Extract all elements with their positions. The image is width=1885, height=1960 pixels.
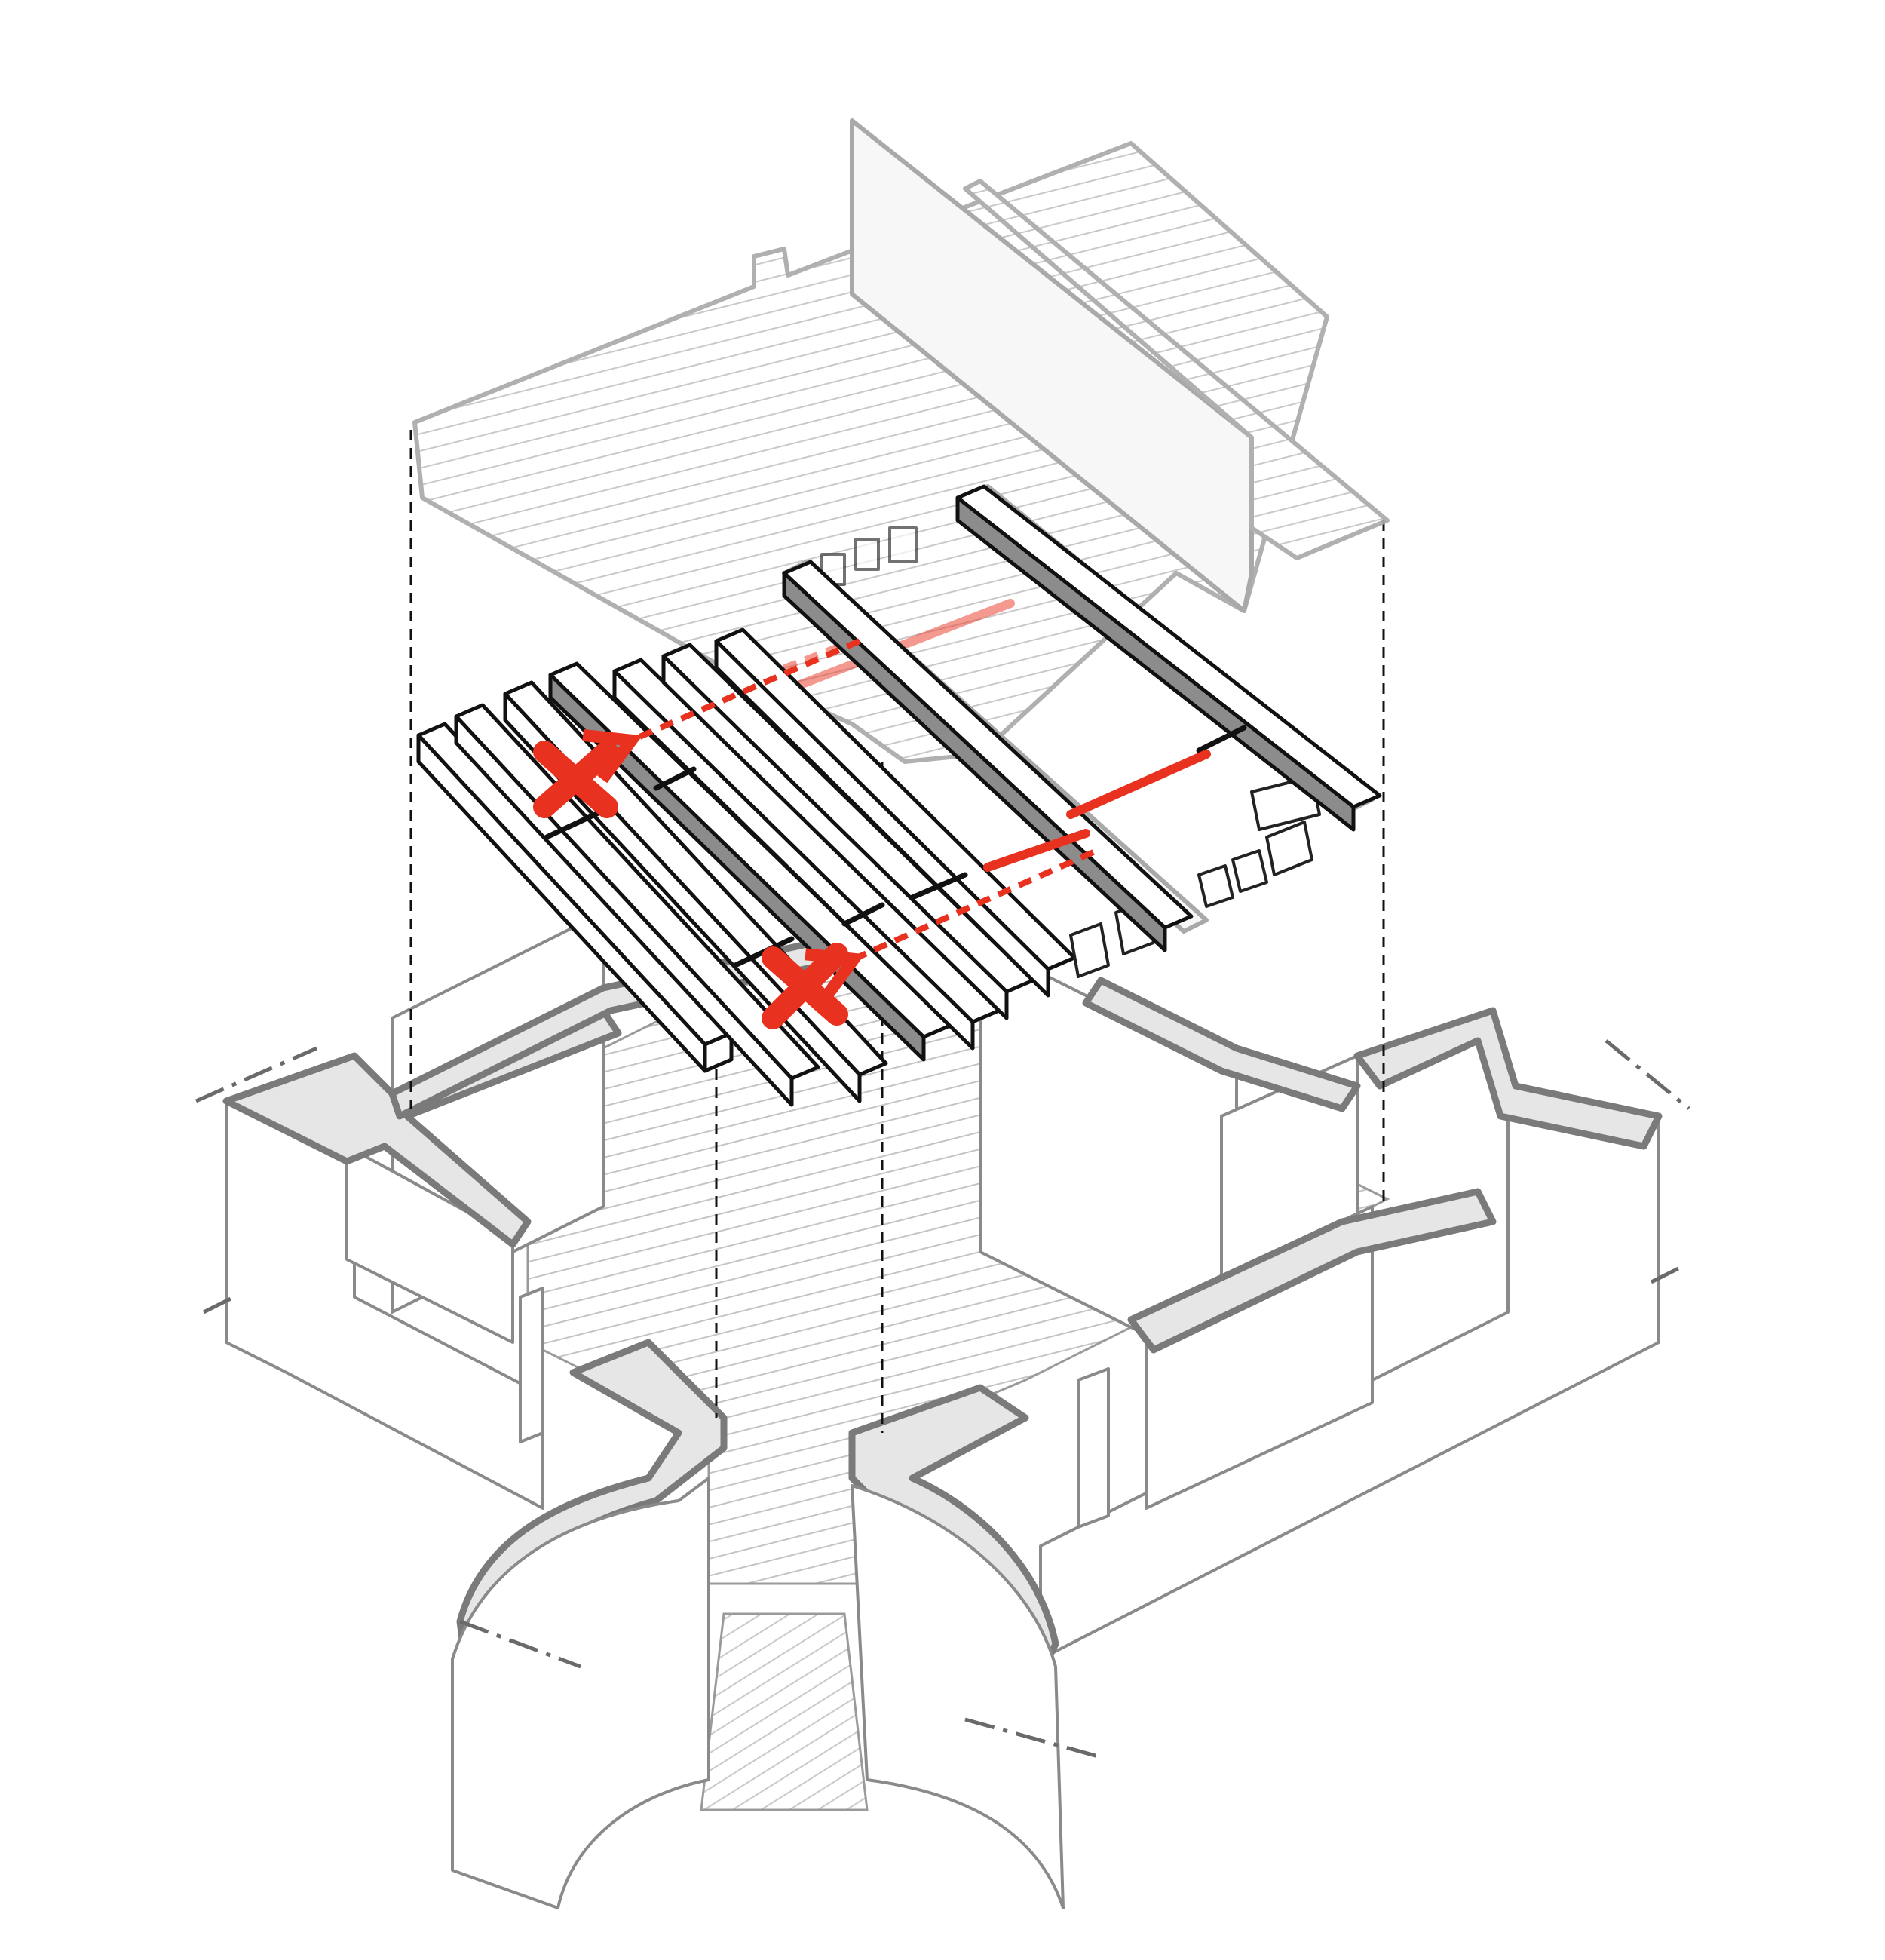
axis-marks (195, 1039, 1690, 1759)
tie-2 (653, 766, 697, 791)
left-inner-wall (345, 1145, 514, 1344)
stair-treads (700, 1612, 869, 1811)
axis-right-bottom (1650, 1265, 1683, 1284)
removal-marks (533, 638, 1211, 1029)
upper-back-slab (963, 179, 1390, 560)
axis-vault-right (964, 1717, 1102, 1759)
joist-4-side (612, 669, 975, 1051)
axis-right-top (1605, 1039, 1690, 1110)
new-tie-upper (1066, 750, 1211, 819)
axis-vault-left (459, 1619, 581, 1669)
steel-beam-b-side (955, 495, 1356, 832)
bearing-block-3 (1197, 864, 1234, 908)
right-wall-top (1082, 977, 1361, 1112)
tie-4 (841, 902, 885, 927)
upper-partition-wall (850, 118, 1254, 613)
right-pier (1077, 1367, 1110, 1529)
ghost-block-2 (854, 538, 880, 571)
axis-left-bottom (202, 1295, 235, 1314)
removal-cross-upper (533, 741, 618, 818)
tie-6 (1196, 725, 1247, 753)
left-pier (519, 1287, 544, 1443)
relocation-arrow-upper (626, 638, 861, 743)
tie-1 (544, 808, 606, 840)
removal-cross-lower (762, 943, 848, 1029)
new-tie-lower (983, 829, 1090, 872)
lower-walls (222, 911, 1663, 1661)
front-right-wall-top (1127, 1188, 1497, 1354)
tie-5 (909, 872, 968, 900)
axis-left-top (195, 1046, 318, 1103)
bearing-block-4 (1231, 849, 1268, 893)
steel-beam-c-side (782, 571, 1167, 952)
right-vault (851, 1484, 1065, 1909)
right-wing-top (1353, 1007, 1663, 1150)
joist-1-end (703, 1031, 734, 1073)
ghost-block-3 (888, 526, 918, 563)
entrance-stair (451, 1339, 1065, 1909)
left-vault (451, 1477, 710, 1909)
bearing-block-5 (1265, 821, 1313, 876)
bearing-block-1 (1069, 922, 1110, 978)
